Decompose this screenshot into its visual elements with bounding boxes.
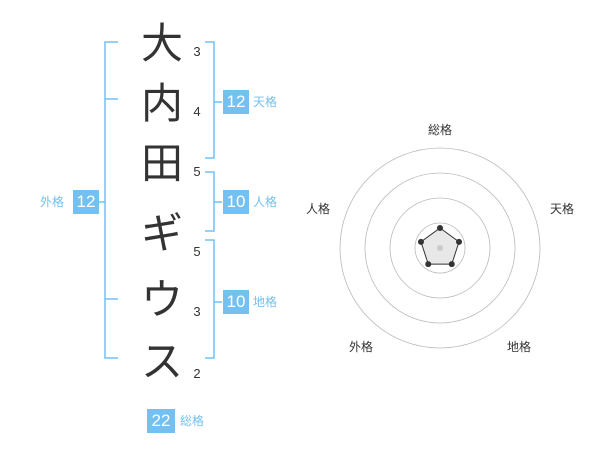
radar-point-1 (437, 225, 443, 231)
stroke-count-1: 3 (193, 44, 201, 59)
stroke-count-3: 5 (193, 164, 201, 179)
stroke-count-2: 4 (193, 104, 201, 119)
stroke-count-6: 2 (193, 366, 201, 381)
radar-point-4 (425, 261, 432, 268)
radar-point-5 (417, 238, 424, 245)
name-char-5: ウ (140, 275, 183, 324)
name-char-3: 田 (140, 139, 183, 188)
radar-axis-label-4: 外格 (349, 339, 373, 354)
radar-ring-1 (414, 222, 466, 274)
radar-axis-label-1: 総格 (428, 122, 452, 137)
jinkaku-label: 人格 (253, 195, 278, 209)
radar-center (437, 245, 443, 251)
gaikaku-label: 外格 (40, 195, 65, 209)
gaikaku-badge: 12 (73, 190, 99, 214)
name-char-4: ギ (140, 209, 183, 258)
soukaku-label: 総格 (180, 414, 205, 428)
stroke-count-5: 3 (193, 304, 201, 319)
radar-axis-label-3: 地格 (507, 339, 531, 354)
radar-ring-2 (389, 197, 491, 299)
gaikaku-bracket (104, 41, 118, 359)
radar-ring-3 (364, 172, 516, 324)
tenkaku-badge: 12 (223, 90, 249, 114)
chikaku-label: 地格 (253, 295, 278, 309)
name-char-6: ス (140, 337, 183, 386)
soukaku-badge: 22 (147, 409, 175, 433)
radar-axis-label-2: 天格 (550, 201, 574, 216)
chikaku-bracket (205, 239, 215, 359)
chikaku-badge: 10 (223, 290, 249, 314)
stroke-count-4: 5 (193, 244, 201, 259)
radar-point-3 (448, 261, 455, 268)
tenkaku-label: 天格 (253, 95, 278, 109)
jinkaku-bracket (205, 171, 215, 232)
tenkaku-bracket (205, 41, 215, 159)
radar-ring-4 (339, 147, 541, 349)
jinkaku-badge: 10 (223, 190, 249, 214)
name-char-1: 大 (140, 19, 183, 68)
radar-point-2 (456, 238, 463, 245)
radar-axis-label-5: 人格 (306, 201, 330, 216)
name-char-2: 内 (140, 79, 183, 128)
